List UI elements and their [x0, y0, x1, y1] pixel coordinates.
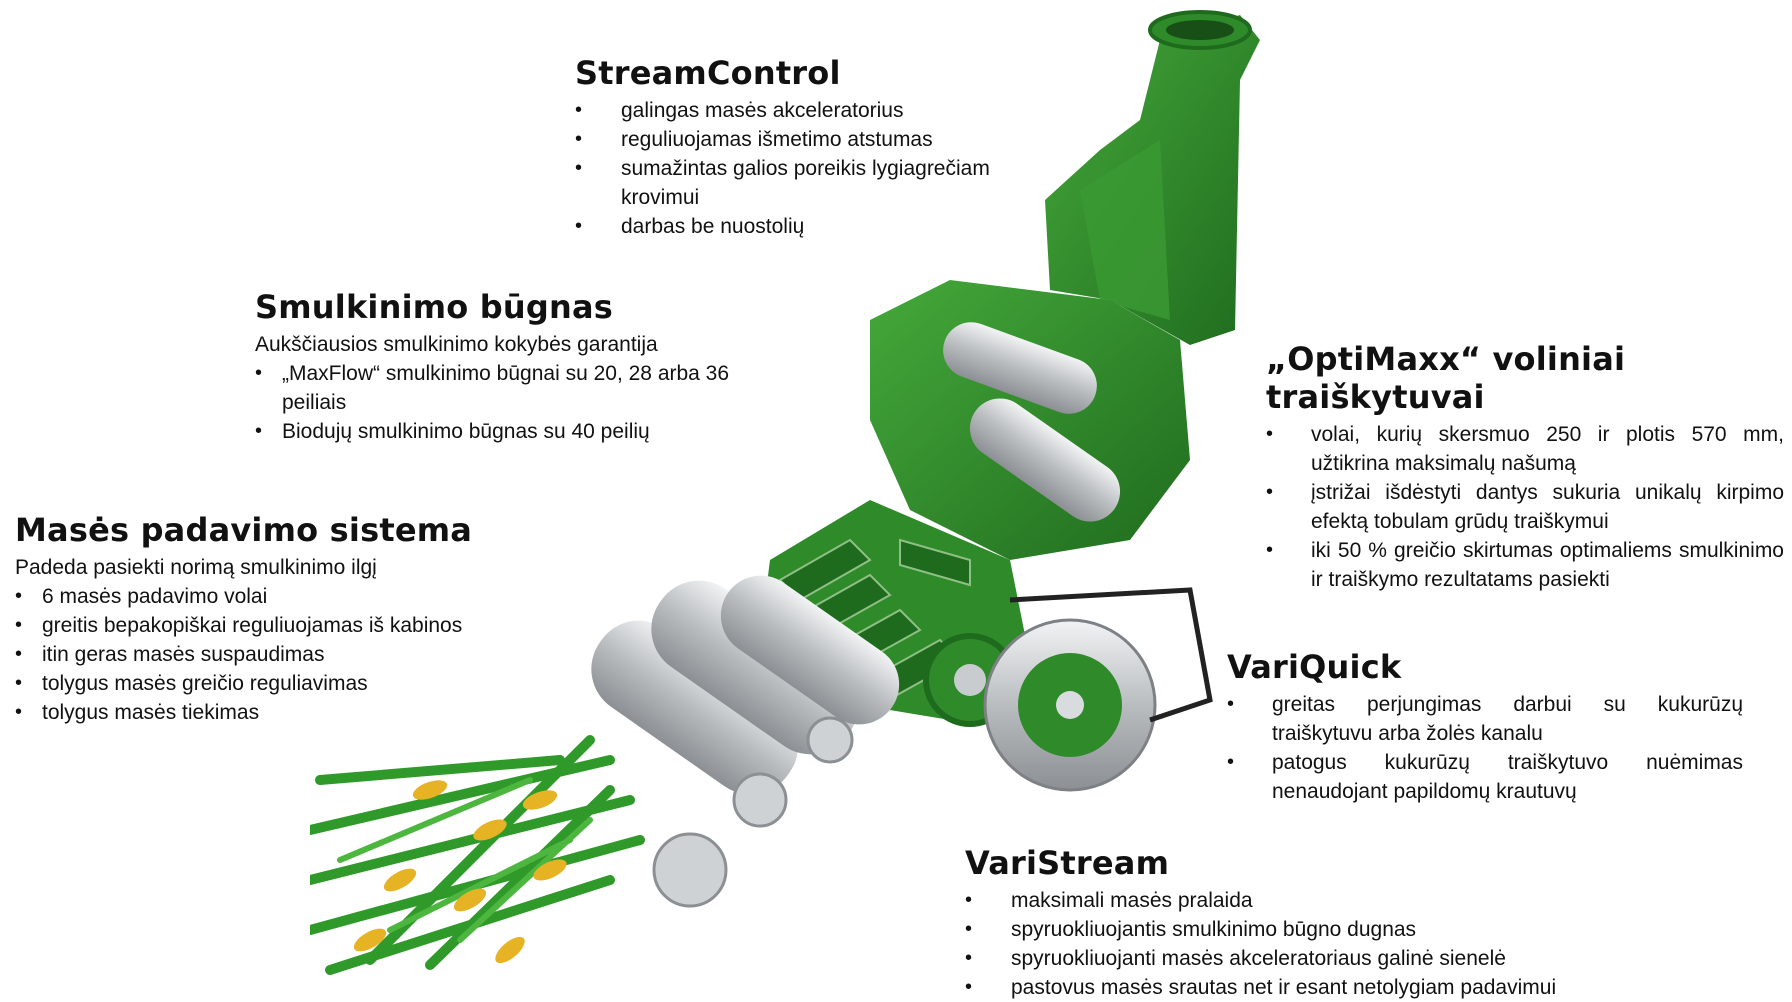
optimaxx-title: „OptiMaxx“ voliniai traiškytuvai — [1266, 340, 1626, 416]
streamcontrol-callout: StreamControl galingas masės akcelerator… — [575, 54, 1035, 241]
feed-system-subtitle: Padeda pasiekti norimą smulkinimo ilgį — [15, 556, 377, 579]
list-item: greitis bepakopiškai reguliuojamas iš ka… — [15, 611, 535, 640]
variquick-pulley — [983, 587, 1213, 792]
chopper-drum-callout: Smulkinimo būgnas Aukščiausios smulkinim… — [255, 288, 795, 446]
list-item: galingas masės akceleratorius — [575, 96, 1035, 125]
list-item: įstrižai išdėstyti dantys sukuria unikal… — [1266, 478, 1784, 536]
forage-harvester-crop-flow-illustration — [310, 10, 1260, 975]
feed-system-callout: Masės padavimo sistema Padeda pasiekti n… — [15, 511, 535, 727]
list-item: tolygus masės greičio reguliavimas — [15, 669, 535, 698]
varistream-callout: VariStream maksimali masės pralaida spyr… — [965, 844, 1665, 1002]
optimaxx-callout: „OptiMaxx“ voliniai traiškytuvai volai, … — [1266, 340, 1784, 594]
corn-stalks — [310, 735, 645, 975]
chopper-drum-housing — [870, 280, 1190, 560]
list-item: tolygus masės tiekimas — [15, 698, 535, 727]
varistream-title: VariStream — [965, 844, 1170, 882]
optimaxx-list: volai, kurių skersmuo 250 ir plotis 570 … — [1266, 420, 1784, 594]
list-item: volai, kurių skersmuo 250 ir plotis 570 … — [1266, 420, 1784, 478]
variquick-callout: VariQuick greitas perjungimas darbui su … — [1227, 648, 1743, 806]
feed-system-title: Masės padavimo sistema — [15, 511, 473, 549]
list-item: greitas perjungimas darbui su kukurūzų t… — [1227, 690, 1743, 748]
chopper-drum-title: Smulkinimo būgnas — [255, 288, 614, 326]
list-item: pastovus masės srautas net ir esant neto… — [965, 973, 1665, 1002]
streamcontrol-title: StreamControl — [575, 54, 841, 92]
list-item: itin geras masės suspaudimas — [15, 640, 535, 669]
list-item: darbas be nuostolių — [575, 212, 1035, 241]
variquick-list: greitas perjungimas darbui su kukurūzų t… — [1227, 690, 1743, 806]
varistream-list: maksimali masės pralaida spyruokliuojant… — [965, 886, 1665, 1002]
list-item: 6 masės padavimo volai — [15, 582, 535, 611]
feed-system-list: 6 masės padavimo volai greitis bepakopiš… — [15, 582, 535, 727]
list-item: sumažintas galios poreikis lygiagrečiam … — [575, 154, 1035, 212]
list-item: iki 50 % greičio skirtumas optimaliems s… — [1266, 536, 1784, 594]
chopper-drum-subtitle: Aukščiausios smulkinimo kokybės garantij… — [255, 333, 658, 356]
list-item: patogus kukurūzų traiškytuvo nuėmimas ne… — [1227, 748, 1743, 806]
streamcontrol-list: galingas masės akceleratorius reguliuoja… — [575, 96, 1035, 241]
feed-rollers — [591, 575, 900, 908]
list-item: „MaxFlow“ smulkinimo būgnai su 20, 28 ar… — [255, 359, 795, 417]
list-item: spyruokliuojanti masės akceleratoriaus g… — [965, 944, 1665, 973]
streamcontrol-spout — [1045, 10, 1260, 345]
list-item: Biodujų smulkinimo būgnas su 40 peilių — [255, 417, 795, 446]
variquick-title: VariQuick — [1227, 648, 1402, 686]
list-item: reguliuojamas išmetimo atstumas — [575, 125, 1035, 154]
list-item: maksimali masės pralaida — [965, 886, 1665, 915]
chopper-drum-list: „MaxFlow“ smulkinimo būgnai su 20, 28 ar… — [255, 359, 795, 446]
list-item: spyruokliuojantis smulkinimo būgno dugna… — [965, 915, 1665, 944]
